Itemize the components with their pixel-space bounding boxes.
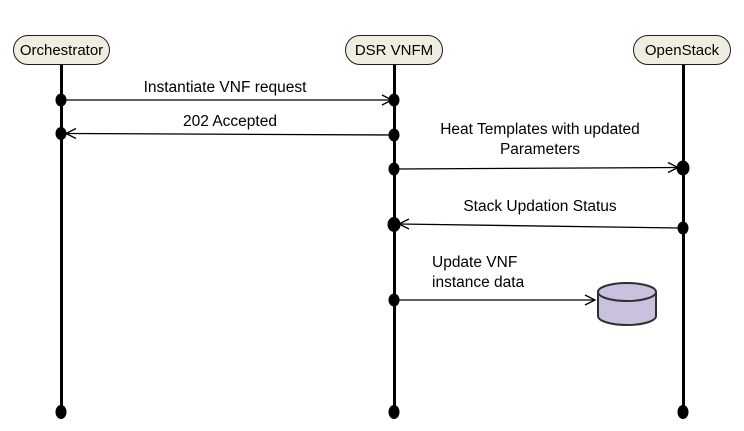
- actor-openstack-label: OpenStack: [644, 41, 720, 59]
- message-label-line: instance data: [432, 274, 525, 291]
- endpoint-dot-dsr-receive-request: [388, 93, 400, 107]
- message-label-line: 202 Accepted: [183, 113, 277, 130]
- lifeline-orchestrator: [59, 65, 63, 409]
- message-arrow-202-accepted: [65, 132, 393, 136]
- actor-dsr-vnfm-label: DSR VNFM: [354, 41, 434, 59]
- message-label-instantiate-vnf-request: Instantiate VNF request: [90, 78, 360, 98]
- message-label-update-vnf-instance-data: Update VNF instance data: [432, 253, 602, 293]
- endpoint-dot-orchestrator-receive-202: [55, 127, 67, 140]
- lifeline-end-dot-orchestrator: [55, 405, 67, 419]
- lifeline-dsr-vnfm: [392, 65, 396, 409]
- endpoint-dot-orchestrator-send: [55, 93, 67, 107]
- endpoint-dot-openstack-send-status: [677, 221, 689, 235]
- actor-openstack: OpenStack: [633, 35, 731, 65]
- actor-orchestrator-label: Orchestrator: [19, 41, 104, 59]
- message-label-stack-updation-status: Stack Updation Status: [420, 197, 660, 217]
- database-cylinder-icon: [597, 282, 657, 326]
- message-arrow-heat-templates: [395, 166, 679, 170]
- message-label-heat-templates: Heat Templates with updated Parameters: [405, 120, 675, 160]
- lifeline-end-dot-openstack: [677, 405, 689, 419]
- message-label-line: Instantiate VNF request: [143, 79, 307, 96]
- message-label-202-accepted: 202 Accepted: [95, 112, 365, 132]
- message-label-line: Stack Updation Status: [463, 198, 617, 215]
- lifeline-openstack: [681, 65, 685, 409]
- endpoint-dot-dsr-send-202: [388, 128, 400, 142]
- endpoint-dot-dsr-send-heat: [388, 162, 400, 176]
- message-arrow-stack-updation-status: [398, 223, 680, 229]
- message-label-line: Heat Templates with updated: [440, 121, 640, 138]
- lifeline-end-dot-dsr-vnfm: [388, 405, 400, 419]
- endpoint-dot-openstack-receive-heat: [676, 160, 690, 176]
- message-label-line: Update VNF: [432, 254, 518, 271]
- endpoint-dot-dsr-send-update: [388, 293, 400, 307]
- arrowhead-right-update-vnf: [584, 294, 597, 306]
- actor-orchestrator: Orchestrator: [13, 35, 110, 65]
- database-cylinder-top: [597, 282, 657, 302]
- endpoint-dot-dsr-receive-status: [387, 217, 401, 232]
- actor-dsr-vnfm: DSR VNFM: [345, 35, 443, 65]
- message-label-line: Parameters: [499, 141, 581, 158]
